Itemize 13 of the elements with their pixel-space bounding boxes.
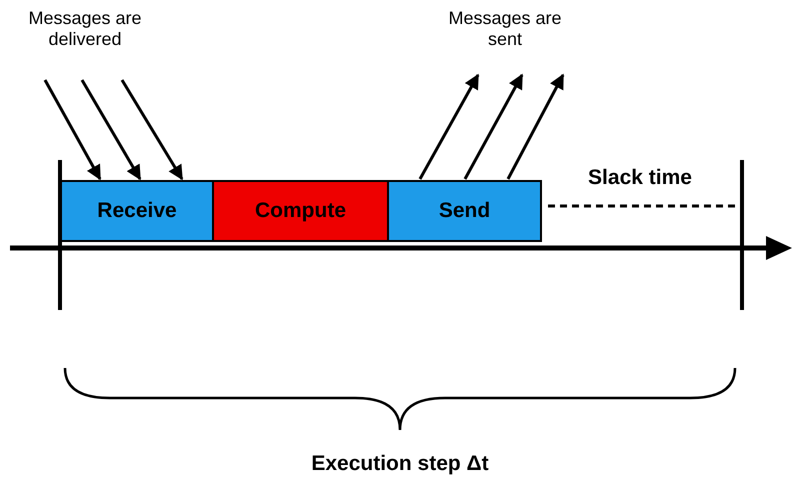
timeline-segment: Receive	[60, 180, 214, 242]
bracket-label: Execution step Δt	[310, 452, 490, 476]
arrow	[464, 74, 524, 180]
arrow	[120, 79, 184, 180]
arrow	[506, 74, 564, 180]
arrow	[44, 79, 102, 180]
arrow	[80, 79, 142, 180]
annotation-text: Messages are sent	[447, 8, 563, 50]
timeline-segment: Compute	[212, 180, 389, 242]
phase-label: Slack time	[587, 166, 693, 190]
timeline-segment: Send	[387, 180, 542, 242]
annotation-text: Messages are delivered	[27, 8, 143, 50]
arrow	[418, 74, 480, 180]
